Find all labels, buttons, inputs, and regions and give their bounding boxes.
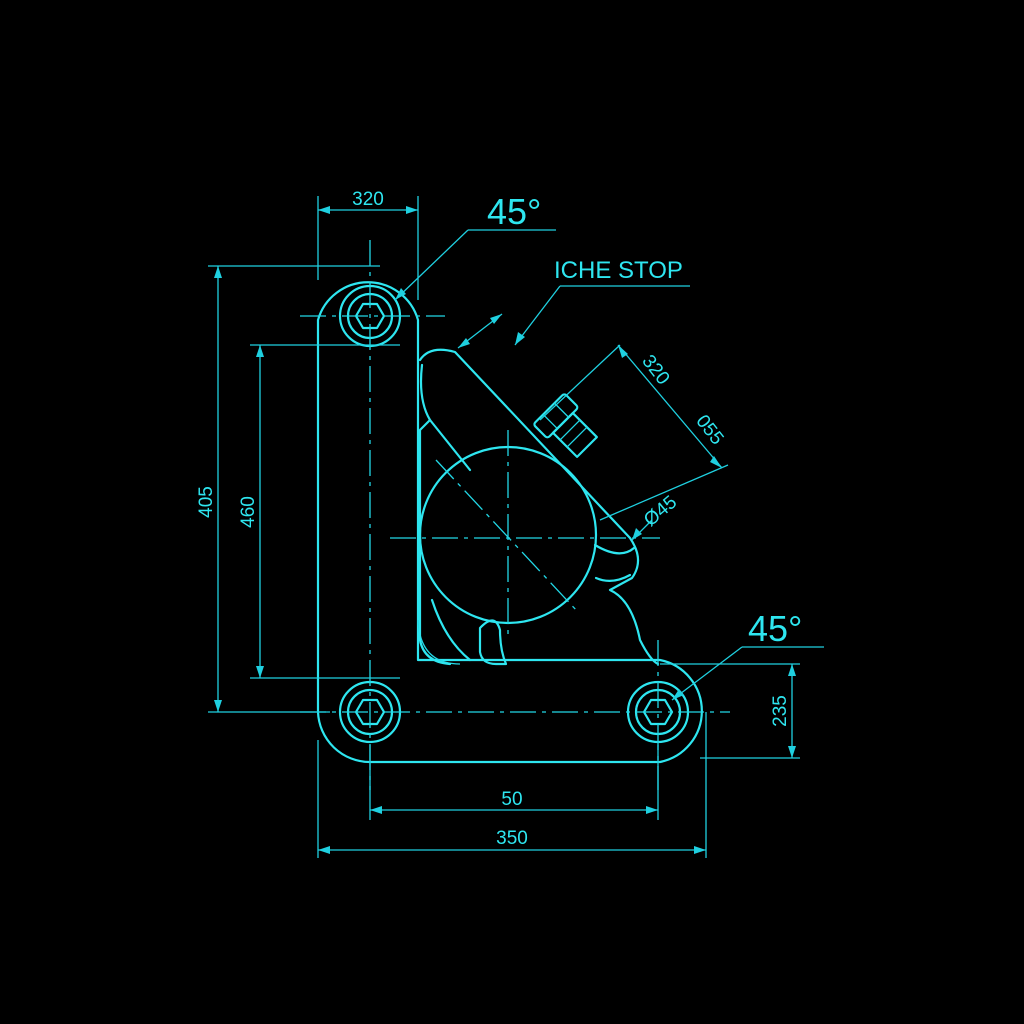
center-lines xyxy=(300,240,730,790)
dim-label-height-235: 235 xyxy=(770,695,791,727)
dim-top-width: 320 xyxy=(317,189,419,300)
stop-leader: ICHE STOP xyxy=(457,257,690,349)
dim-height-460: 460 xyxy=(238,344,400,679)
dim-label-height-460: 460 xyxy=(238,496,259,528)
dim-label-height-405: 405 xyxy=(196,486,217,518)
angle-leader-top: 45° xyxy=(394,191,556,301)
gusset-housing xyxy=(418,348,660,666)
dim-height-235: 235 xyxy=(660,663,800,759)
dim-label-top-width: 320 xyxy=(352,189,384,210)
dim-width-350: 350 xyxy=(317,712,707,858)
dim-label-diag-320: 320 xyxy=(637,351,673,389)
stop-bolt xyxy=(533,393,598,458)
dim-label-width-50: 50 xyxy=(501,789,522,810)
dim-label-diag-055: 055 xyxy=(691,411,727,449)
angle-leader-right: 45° xyxy=(671,608,824,701)
dim-width-50: 50 xyxy=(369,745,659,820)
bracket-outline xyxy=(316,281,703,764)
stop-label: ICHE STOP xyxy=(554,257,683,284)
dim-diagonal: 320 055 Ø45 xyxy=(539,344,729,541)
dim-label-width-350: 350 xyxy=(496,828,528,849)
angle-label-top: 45° xyxy=(487,191,541,232)
angle-label-right: 45° xyxy=(748,608,802,649)
dim-height-405: 405 xyxy=(196,265,380,713)
